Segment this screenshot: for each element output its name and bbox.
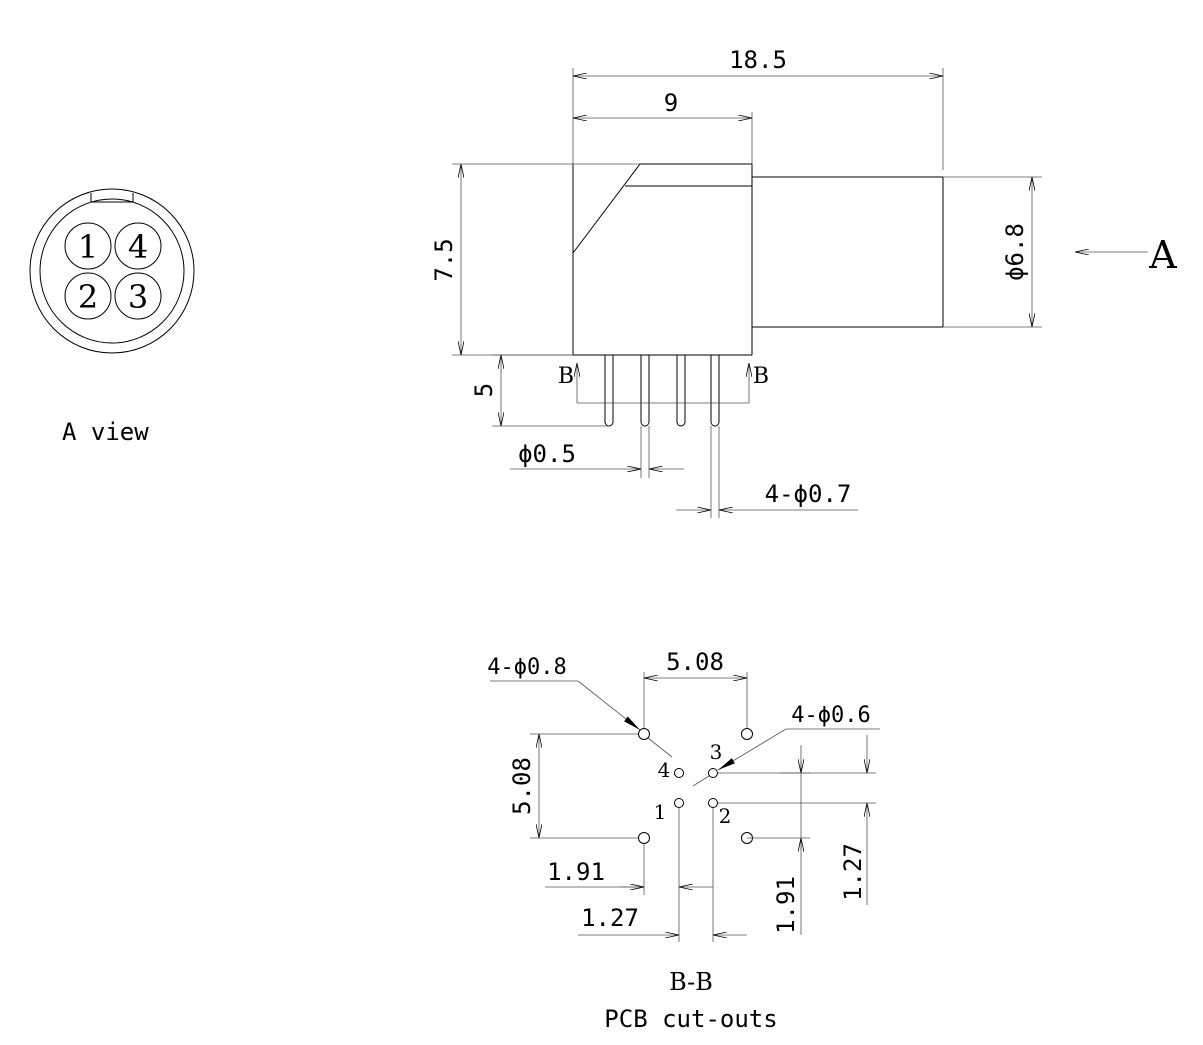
pcb-hole-large: [638, 728, 650, 740]
pin-circle-2: [64, 272, 112, 320]
a-view-pin-label: 1: [78, 228, 98, 266]
pcb-pin-label: 3: [710, 740, 723, 764]
pins: [604, 355, 720, 427]
dim-body-length: 9: [664, 89, 678, 117]
dim-pin-length: 5: [470, 383, 498, 397]
dim-pin-dia-count: 4-ϕ0.7: [765, 480, 852, 508]
pcb-hole-large: [638, 832, 650, 844]
leader-line: [647, 737, 673, 758]
pin: [640, 355, 650, 427]
dim-pin-dia: ϕ0.5: [518, 440, 576, 468]
pcb-caption: PCB cut-outs: [604, 1005, 777, 1033]
section-title: B-B: [669, 968, 713, 996]
a-view-pin-label: 3: [128, 278, 148, 316]
dim-offset-191-v: 1.91: [772, 876, 800, 934]
pin-circle-3: [114, 272, 162, 320]
a-view-pin-label: 4: [128, 228, 148, 266]
pin: [676, 355, 686, 427]
pcb-hole-large: [741, 728, 753, 740]
dim-pitch-v: 5.08: [508, 757, 536, 815]
leader-line: [692, 775, 710, 787]
a-view: 1 4 2 3 A view: [29, 188, 195, 446]
side-view: B B 18.5 9 7.5 ϕ6.8 A 5 ϕ0.5: [430, 46, 1177, 518]
dim-overall-length: 18.5: [729, 46, 787, 74]
leader-line: [577, 680, 641, 731]
section-marker-left: B: [558, 364, 574, 389]
pin-circle-4: [114, 222, 162, 270]
dim-hole-large: 4-ϕ0.8: [487, 655, 566, 680]
dim-height: 7.5: [430, 238, 458, 281]
pcb-pin-label: 4: [658, 758, 671, 782]
dim-diameter: ϕ6.8: [1001, 223, 1029, 281]
pin: [710, 355, 720, 427]
pcb-view: 1 2 3 4 4-ϕ0.8 4-ϕ0.6 5.08 5.08 1.91: [487, 648, 880, 1033]
connector-outer-circle: [29, 188, 195, 354]
dim-hole-small: 4-ϕ0.6: [791, 703, 870, 728]
pcb-hole-small: [674, 768, 684, 778]
connector-inner-circle: [39, 198, 185, 344]
a-view-caption: A view: [62, 418, 149, 446]
pin: [604, 355, 614, 427]
pin-circle-1: [64, 222, 112, 270]
body-chamfer: [572, 163, 641, 254]
pcb-hole-small: [708, 798, 718, 808]
pcb-pin-label: 1: [654, 800, 667, 824]
dim-offset-127-v: 1.27: [839, 843, 867, 901]
pcb-pin-label: 2: [719, 804, 732, 828]
view-marker: A: [1148, 233, 1177, 277]
dim-offset-191-h: 1.91: [547, 858, 605, 886]
pcb-hole-small: [674, 798, 684, 808]
dim-pitch-h: 5.08: [666, 648, 724, 676]
leader-line: [717, 728, 787, 771]
a-view-pin-label: 2: [78, 278, 98, 316]
section-marker-right: B: [753, 364, 769, 389]
dim-offset-127-h: 1.27: [581, 904, 639, 932]
pcb-hole-small: [708, 768, 718, 778]
